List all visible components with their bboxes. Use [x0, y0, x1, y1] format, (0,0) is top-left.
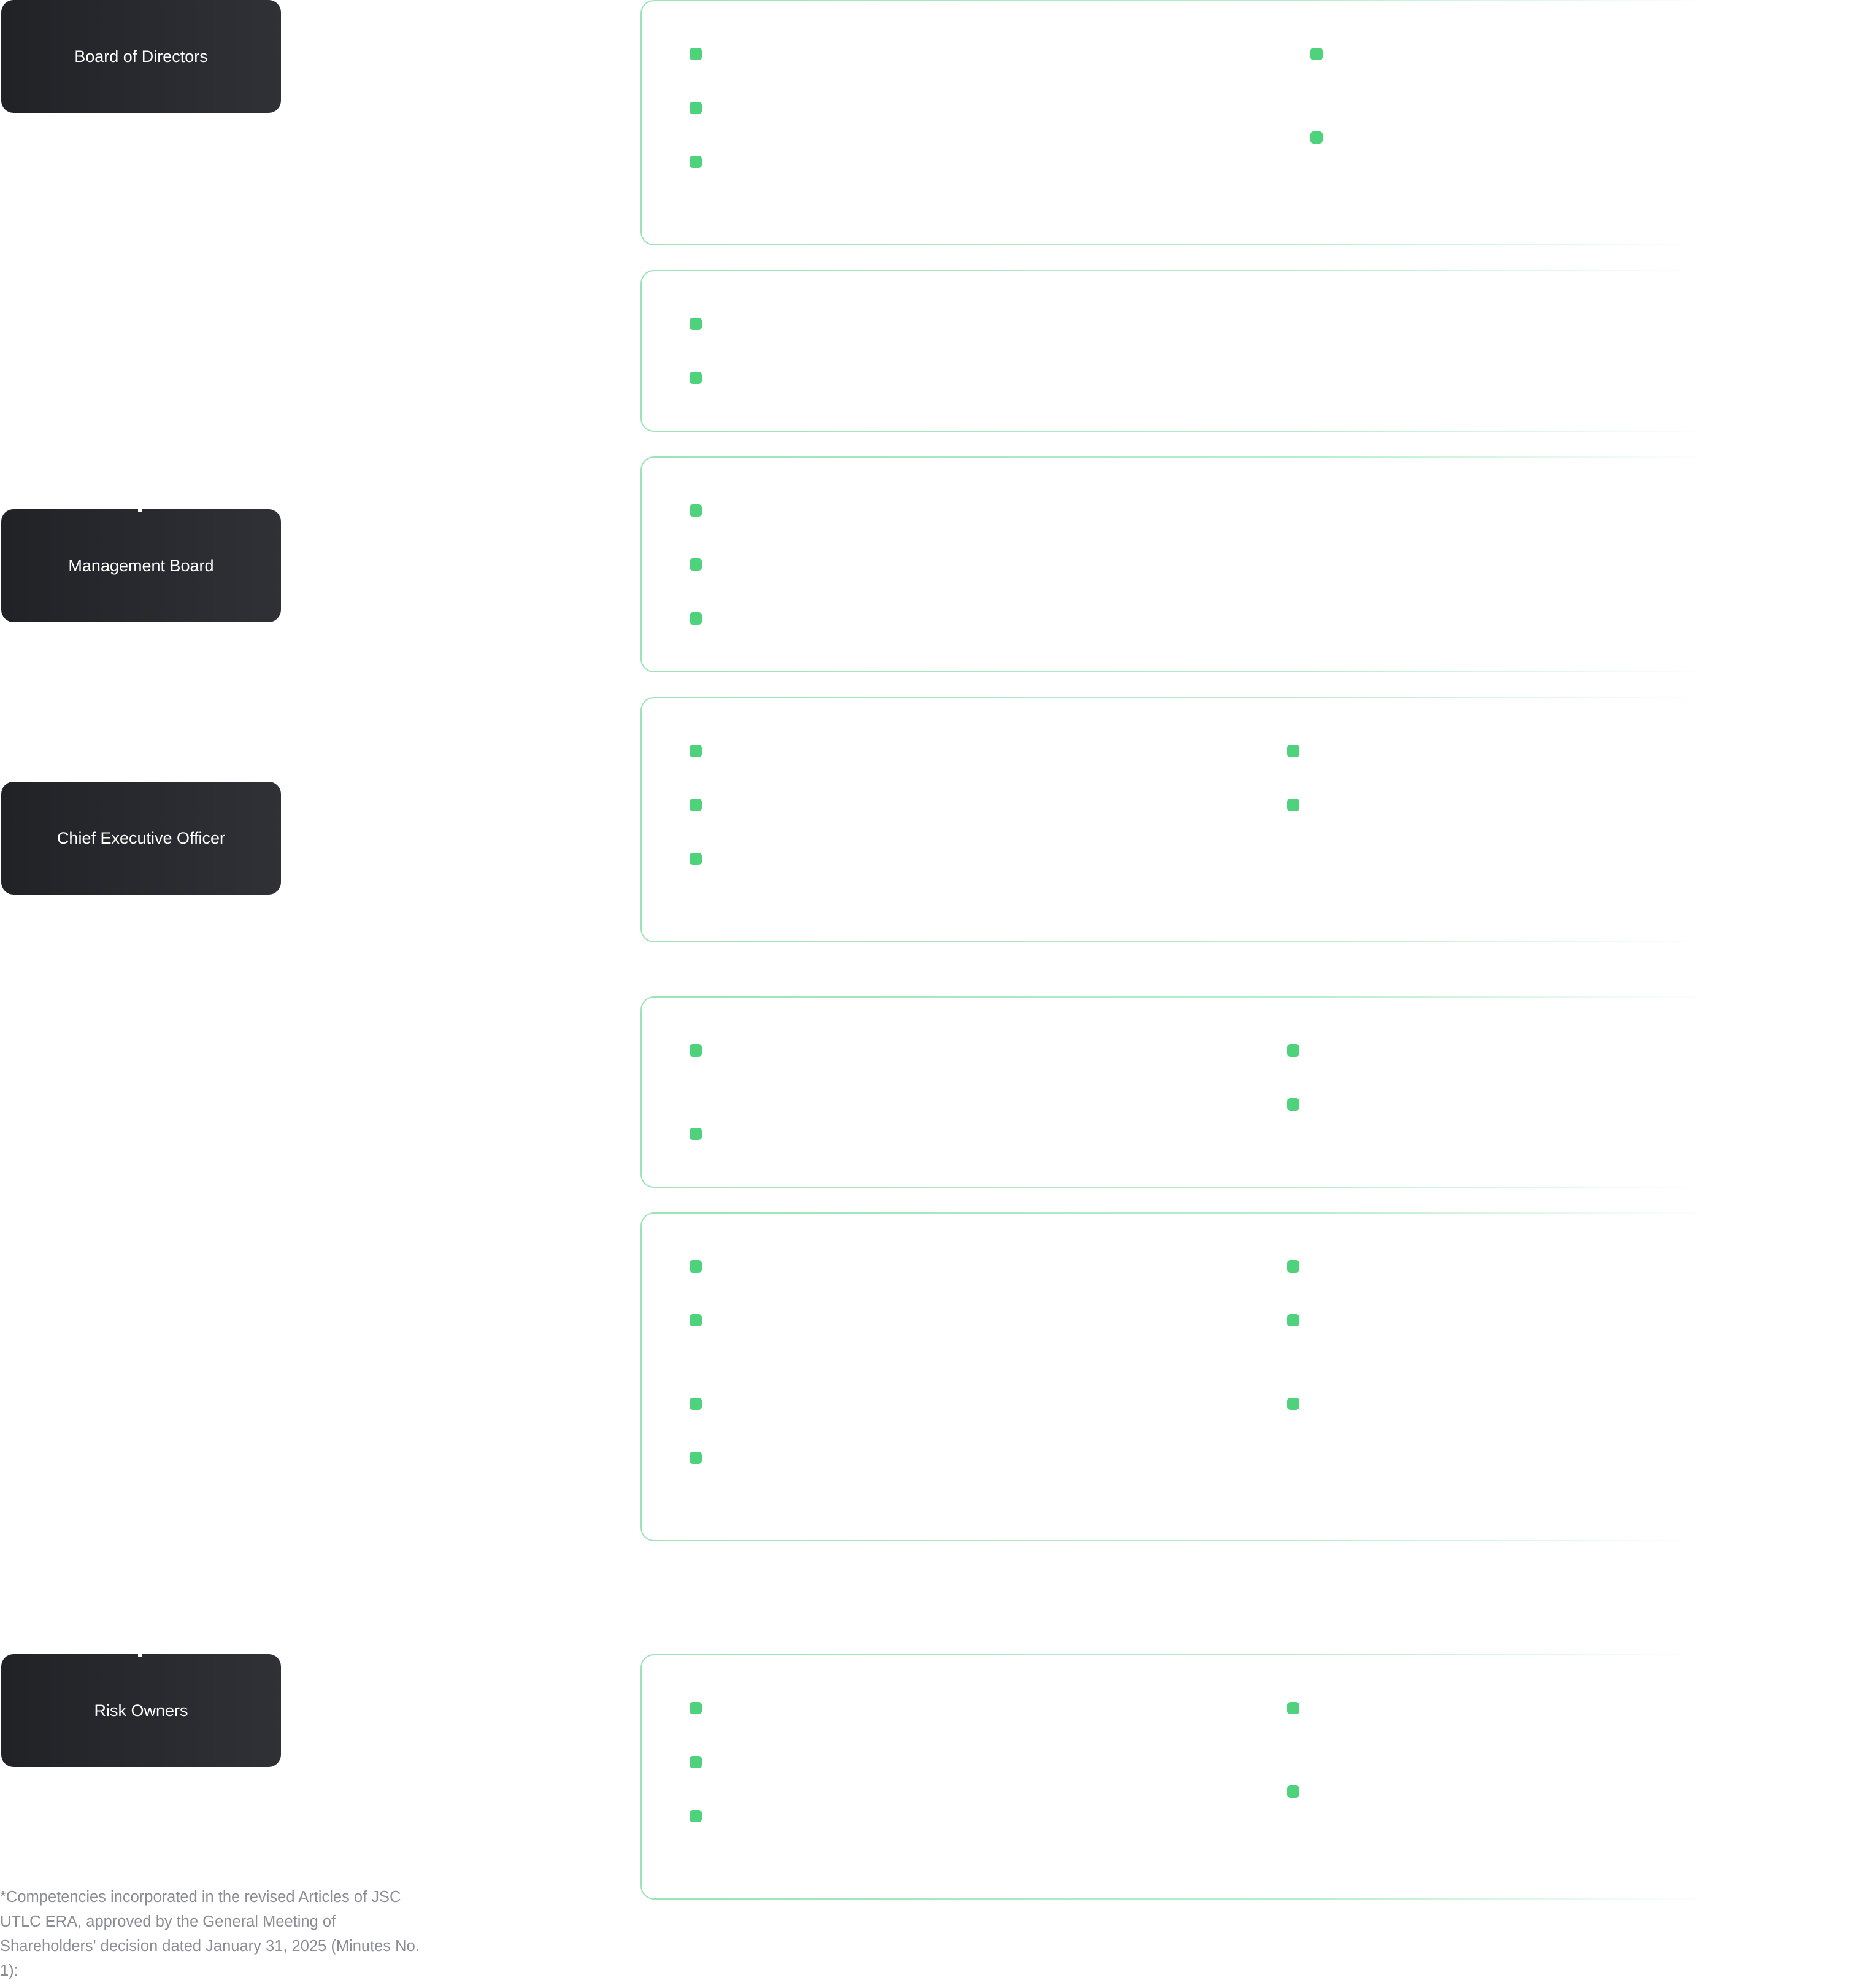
bullet-icon — [690, 1452, 702, 1464]
role-management-board: Management Board — [1, 509, 281, 622]
bullet-icon — [690, 504, 702, 517]
bullet-icon — [690, 612, 702, 625]
bullet-icon — [690, 799, 702, 811]
competency-panel-risk-owners — [640, 1654, 1867, 1900]
bullet-icon — [690, 1260, 702, 1273]
bullet-icon — [690, 745, 702, 757]
competency-panel-ceo-1 — [640, 697, 1867, 942]
bullet-icon — [1310, 131, 1323, 144]
competency-panel-board-1 — [640, 0, 1867, 245]
role-board-of-directors: Board of Directors — [1, 0, 281, 113]
bullet-icon — [690, 318, 702, 330]
bullet-icon — [690, 1756, 702, 1768]
competency-panel-board-2 — [640, 270, 1867, 432]
bullet-icon — [690, 1702, 702, 1714]
connector-notch — [138, 506, 142, 512]
competency-panel-ceo-2 — [640, 996, 1867, 1188]
role-risk-owners: Risk Owners — [1, 1654, 281, 1767]
bullet-icon — [690, 372, 702, 384]
competency-panel-ceo-3 — [640, 1212, 1867, 1541]
bullet-icon — [690, 156, 702, 168]
bullet-icon — [1287, 1314, 1299, 1326]
bullet-icon — [1287, 1260, 1299, 1273]
bullet-icon — [690, 1128, 702, 1140]
bullet-icon — [1287, 745, 1299, 757]
role-label: Risk Owners — [94, 1701, 188, 1720]
bullet-icon — [690, 1044, 702, 1057]
bullet-icon — [1287, 799, 1299, 811]
connector-notch — [138, 1650, 142, 1657]
role-label: Management Board — [68, 556, 214, 575]
bullet-icon — [1287, 1098, 1299, 1111]
bullet-icon — [1287, 1702, 1299, 1714]
footnote: *Competencies incorporated in the revise… — [0, 1889, 420, 1979]
bullet-icon — [690, 853, 702, 865]
competency-panel-management-board — [640, 456, 1867, 672]
bullet-icon — [690, 1810, 702, 1822]
role-label: Chief Executive Officer — [56, 828, 226, 847]
bullet-icon — [690, 558, 702, 571]
bullet-icon — [1287, 1398, 1299, 1410]
bullet-icon — [1287, 1785, 1299, 1798]
bullet-icon — [690, 48, 702, 60]
role-chief-executive-officer: Chief Executive Officer — [1, 782, 281, 895]
bullet-icon — [690, 1314, 702, 1326]
role-label: Board of Directors — [74, 47, 208, 66]
bullet-icon — [1287, 1044, 1299, 1057]
bullet-icon — [690, 1398, 702, 1410]
bullet-icon — [690, 102, 702, 114]
bullet-icon — [1310, 48, 1323, 60]
